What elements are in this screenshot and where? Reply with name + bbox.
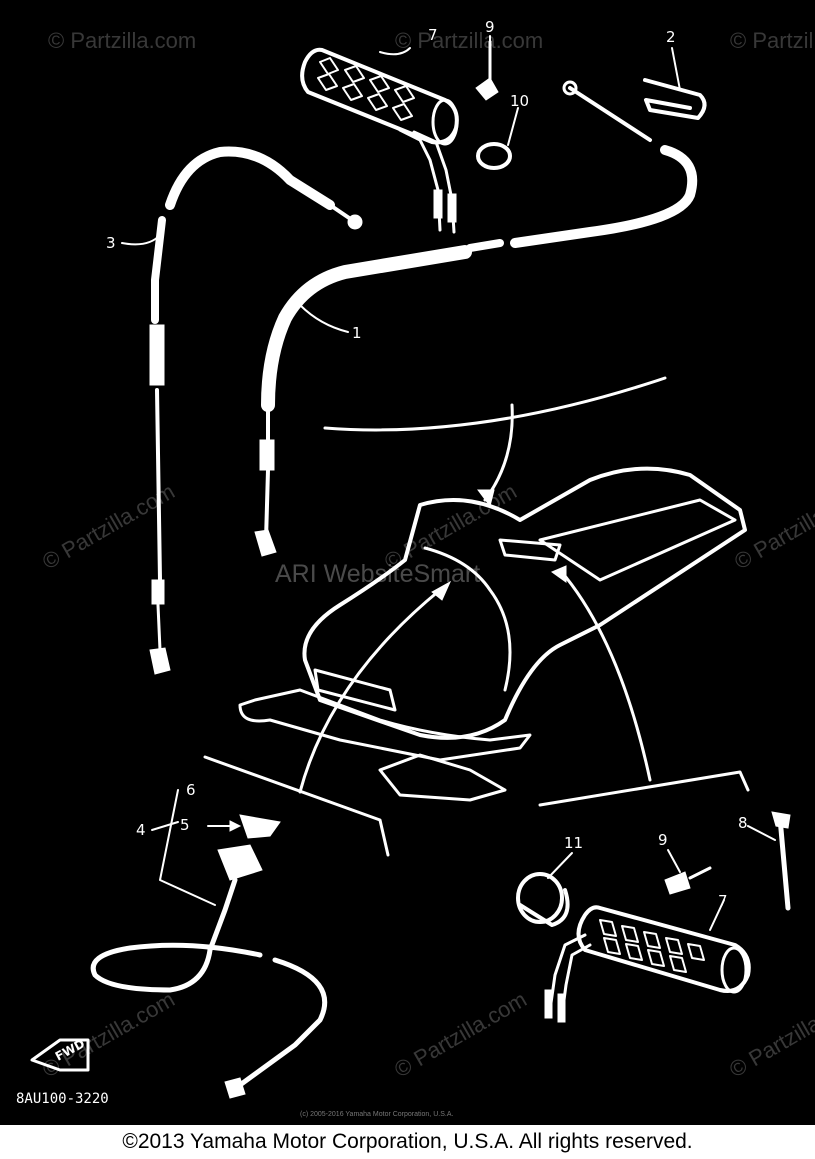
diagram-small-copyright: (c) 2005-2016 Yamaha Motor Corporation, … — [300, 1111, 453, 1118]
diagram-stage: © Partzilla.com © Partzilla.com © Partzi… — [16, 18, 815, 1118]
throttle-cable-part-1 — [254, 80, 698, 557]
callout-9-top: 9 — [485, 18, 495, 36]
watermark-top-center: © Partzilla.com — [395, 28, 543, 53]
callout-7-bottom: 7 — [718, 892, 728, 910]
watermark-bottom-left: © Partzilla.com — [38, 987, 179, 1083]
bracket-part-2 — [643, 78, 707, 120]
grip-bottom-part-7 — [544, 905, 751, 1023]
watermarks: © Partzilla.com © Partzilla.com © Partzi… — [38, 28, 815, 1082]
collar-part-11 — [516, 872, 570, 927]
switch-part-4-5-6 — [90, 789, 328, 1099]
watermark-bottom-center: © Partzilla.com — [390, 987, 531, 1083]
callout-1: 1 — [352, 324, 362, 342]
screw-top-part-9 — [475, 40, 499, 101]
screw-bottom-part-9 — [664, 866, 712, 895]
watermark-top-left: © Partzilla.com — [48, 28, 196, 53]
callout-11: 11 — [564, 834, 583, 852]
parts-diagram: © Partzilla.com © Partzilla.com © Partzi… — [16, 18, 815, 1118]
watermark-top-right: © Partzilla.com — [730, 28, 815, 53]
watermark-bottom-right: © Partzilla.com — [725, 987, 815, 1083]
callout-leaders — [121, 35, 776, 931]
callout-10: 10 — [510, 92, 529, 110]
callout-9-bottom: 9 — [658, 831, 668, 849]
callout-2: 2 — [666, 28, 676, 46]
assembly-arrows — [203, 376, 750, 857]
callout-6: 6 — [186, 781, 196, 799]
callout-3: 3 — [106, 234, 116, 252]
callout-4: 4 — [136, 821, 146, 839]
callout-numbers: 7 9 10 2 3 1 6 5 4 11 9 8 7 — [106, 18, 748, 910]
callout-8: 8 — [738, 814, 748, 832]
snowmobile-body — [238, 466, 747, 802]
pin-part-8 — [771, 811, 791, 911]
watermark-center-text: ARI WebsiteSmart — [275, 560, 480, 588]
footer-copyright: ©2013 Yamaha Motor Corporation, U.S.A. A… — [0, 1125, 815, 1159]
callout-5: 5 — [180, 816, 190, 834]
diagram-part-code: 8AU100-3220 — [16, 1091, 109, 1107]
grip-top-part-7 — [300, 47, 459, 234]
brake-cable-part-3 — [149, 146, 363, 675]
washer-part-10 — [476, 142, 512, 170]
callout-7-top: 7 — [428, 26, 438, 44]
